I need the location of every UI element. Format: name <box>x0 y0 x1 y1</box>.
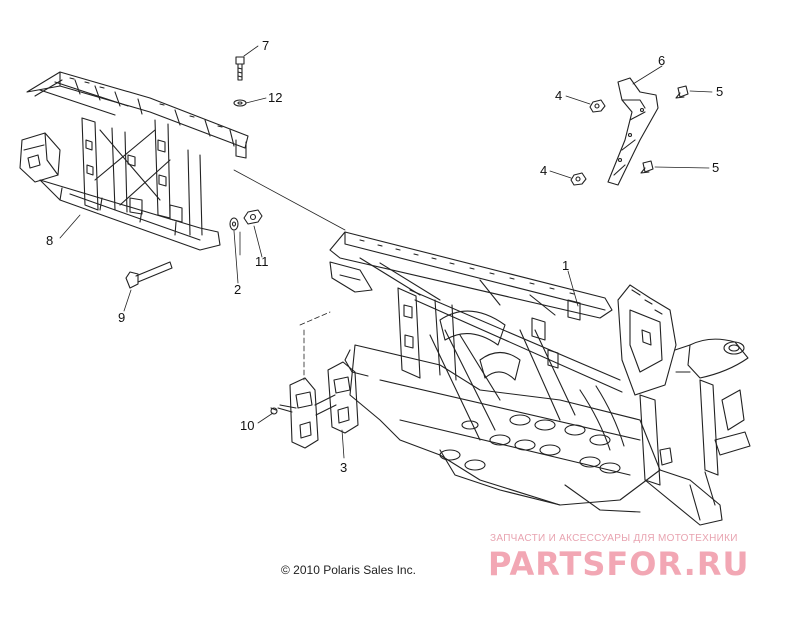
washer-part-2 <box>229 217 239 231</box>
callout-12: 12 <box>268 90 282 105</box>
nut-part-11 <box>243 209 263 225</box>
watermark-tagline: ЗАПЧАСТИ И АКСЕССУАРЫ ДЛЯ МОТОТЕХНИКИ <box>490 533 738 544</box>
bolt-part-9 <box>125 261 173 289</box>
assembly-lines <box>233 169 346 381</box>
bolt-part-5-lower <box>640 160 654 174</box>
nut-part-4-upper <box>589 99 606 113</box>
callout-8: 7 <box>262 38 269 53</box>
bracket-part-6 <box>607 77 659 186</box>
callout-4-lower: 4 <box>540 163 547 178</box>
callout-1: 1 <box>562 258 569 273</box>
callout-5-upper: 5 <box>716 84 723 99</box>
nut-part-4-lower <box>570 172 587 186</box>
bolt-part-5-upper <box>675 85 689 99</box>
washer-part-12 <box>233 99 247 107</box>
mount-bracket-part-3 <box>279 361 359 449</box>
callout-4-upper: 4 <box>555 88 562 103</box>
leader-lines <box>59 45 713 459</box>
callout-labels: 7 12 4 6 5 4 5 1 8 11 2 9 10 3 <box>46 38 723 475</box>
bolt-part-10 <box>270 407 293 415</box>
bolt-part-8 <box>235 56 245 81</box>
callout-9: 9 <box>118 310 125 325</box>
watermark-logo: PARTSFOR.RU <box>488 545 750 583</box>
front-subframe-part-7 <box>19 71 249 251</box>
callout-2: 2 <box>234 282 241 297</box>
callout-10: 10 <box>240 418 254 433</box>
main-frame-part-1 <box>329 231 751 526</box>
callout-7: 8 <box>46 233 53 248</box>
callout-6: 6 <box>658 53 665 68</box>
callout-5-lower: 5 <box>712 160 719 175</box>
copyright-notice: © 2010 Polaris Sales Inc. <box>281 563 416 577</box>
callout-11: 11 <box>255 254 269 269</box>
callout-3: 3 <box>340 460 347 475</box>
